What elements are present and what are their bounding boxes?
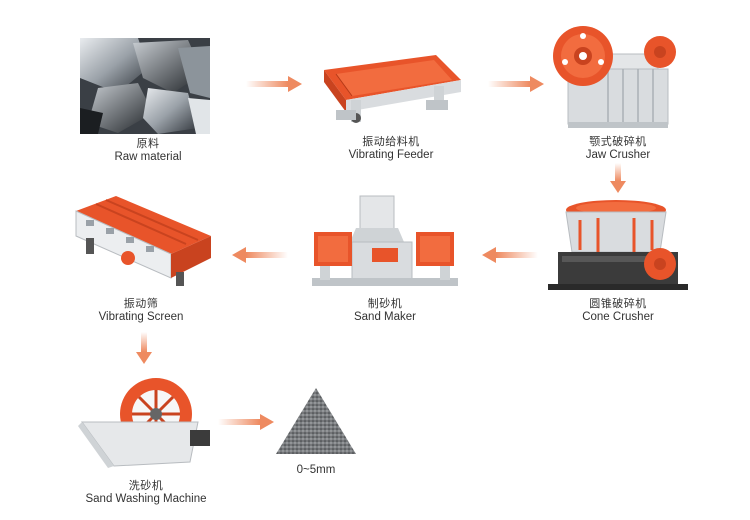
jaw-crusher-machine-icon — [553, 26, 676, 128]
jaw-crusher-label-en: Jaw Crusher — [585, 148, 651, 161]
sand-maker-label-en: Sand Maker — [353, 310, 416, 323]
arrow-jaw-to-cone-icon — [610, 163, 626, 193]
vibrating-screen-machine-icon — [75, 196, 211, 286]
vibrating-feeder-label-en: Vibrating Feeder — [348, 148, 434, 161]
sand-maker-label-zh: 制砂机 — [367, 298, 403, 310]
vibrating-screen-node: 振动筛 Vibrating Screen — [66, 196, 216, 330]
arrow-raw-to-feeder-icon — [246, 76, 302, 92]
vibrating-feeder-node: 振动给料机 Vibrating Feeder — [316, 40, 466, 162]
sand-maker-node: 制砂机 Sand Maker — [312, 192, 458, 332]
sand-washing-wheel-machine-icon — [78, 378, 210, 468]
sand-maker-machine-icon — [312, 195, 458, 286]
arrow-feeder-to-jaw-icon — [488, 76, 544, 92]
arrow-screen-to-washer-icon — [136, 332, 152, 364]
sand-washing-label-zh: 洗砂机 — [128, 480, 164, 492]
product-sand-node: 0~5mm — [276, 388, 356, 484]
raw-material-label-en: Raw material — [114, 150, 182, 163]
arrow-cone-to-sandmaker-icon — [482, 247, 538, 263]
vibrating-screen-label-zh: 振动筛 — [123, 298, 159, 310]
vibrating-screen-label-en: Vibrating Screen — [98, 310, 184, 323]
cone-crusher-label-zh: 圆锥破碎机 — [589, 298, 647, 310]
raw-material-node: 原料 Raw material — [78, 38, 218, 163]
jaw-crusher-node: 颚式破碎机 Jaw Crusher — [548, 14, 688, 164]
arrow-sandmaker-to-screen-icon — [232, 247, 288, 263]
arrow-washer-to-product-icon — [218, 414, 274, 430]
vibrating-feeder-machine-icon — [324, 55, 461, 123]
cone-crusher-machine-icon — [548, 200, 688, 290]
product-size-label: 0~5mm — [296, 464, 336, 476]
sand-pile-triangle-icon — [276, 388, 356, 454]
rock-pile-photo-icon — [80, 38, 210, 134]
sand-washing-label-en: Sand Washing Machine — [85, 492, 207, 505]
cone-crusher-label-en: Cone Crusher — [582, 310, 654, 323]
vibrating-feeder-label-zh: 振动给料机 — [362, 136, 420, 148]
jaw-crusher-label-zh: 颚式破碎机 — [589, 136, 647, 148]
cone-crusher-node: 圆锥破碎机 Cone Crusher — [548, 192, 688, 332]
raw-material-label-zh: 原料 — [136, 138, 160, 150]
sand-washing-node: 洗砂机 Sand Washing Machine — [78, 370, 214, 508]
